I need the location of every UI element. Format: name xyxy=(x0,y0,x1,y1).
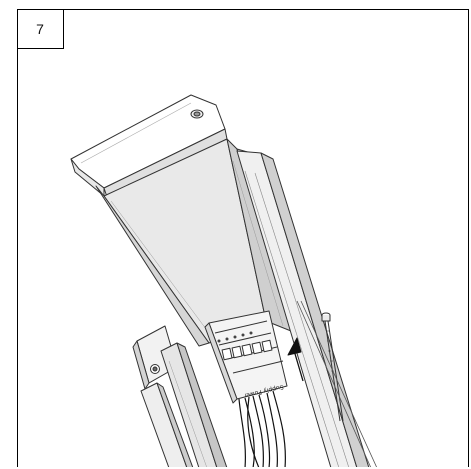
connector-block: Supply Power xyxy=(204,310,288,404)
step-number-box: 7 xyxy=(18,10,64,49)
upward-arrow xyxy=(287,337,304,382)
side-rod xyxy=(296,300,377,467)
step-number: 7 xyxy=(36,20,44,37)
lower-frame-rails xyxy=(140,342,228,467)
wires xyxy=(238,390,286,467)
long-screw xyxy=(321,312,344,422)
assembly-drawing: Supply Power xyxy=(70,94,377,467)
instruction-panel: 7 xyxy=(17,9,469,467)
long-rail xyxy=(236,150,370,467)
